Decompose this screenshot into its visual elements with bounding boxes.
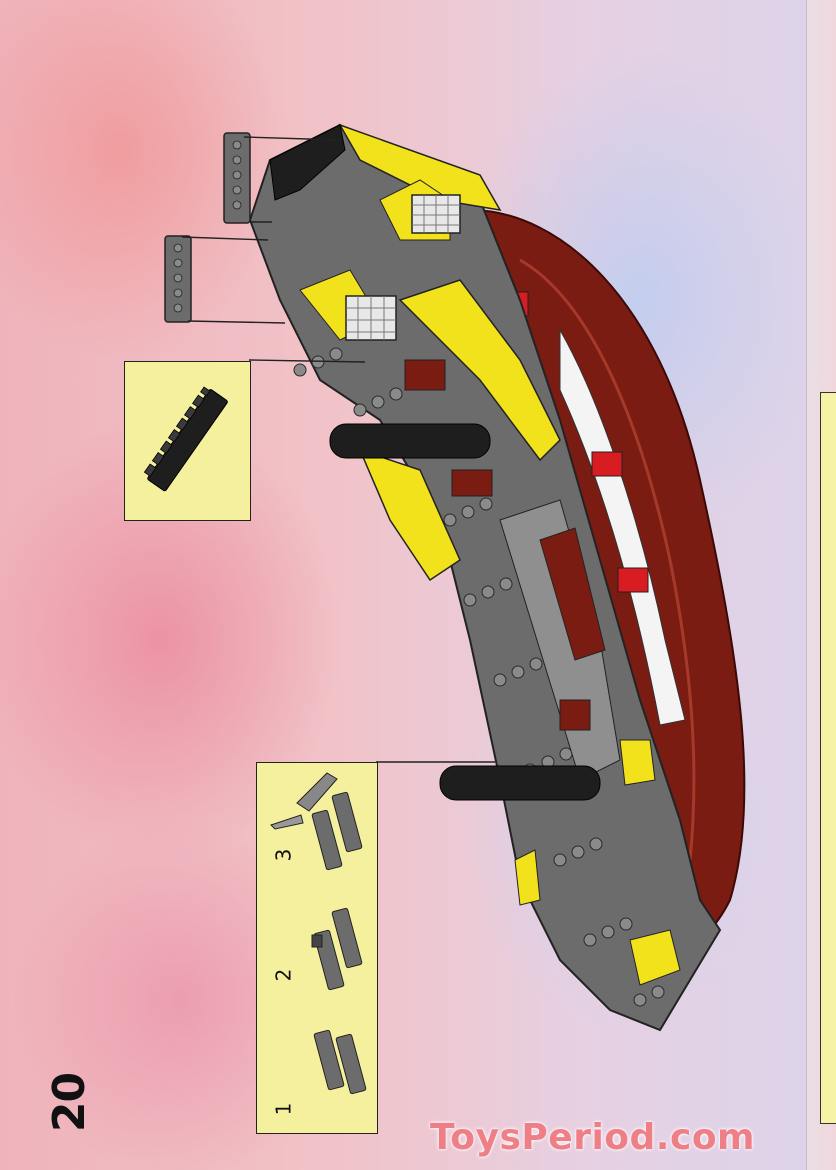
step-2-label: 2 bbox=[270, 968, 295, 982]
step-1-label: 1 bbox=[270, 1102, 295, 1116]
stern-trim bbox=[338, 123, 502, 211]
main-mast bbox=[329, 423, 491, 459]
step-2-parts bbox=[311, 907, 363, 991]
parts-needed-callout bbox=[124, 361, 251, 521]
sub-assembly-callout: 1 2 3 bbox=[256, 762, 378, 1134]
page-number: 20 bbox=[44, 1072, 96, 1132]
next-page-callout bbox=[820, 392, 836, 1124]
step-1-parts bbox=[313, 1029, 367, 1095]
step-3-label: 3 bbox=[270, 848, 295, 862]
hull-stripe bbox=[559, 328, 686, 726]
sub-assembly-parts bbox=[270, 772, 367, 1095]
watermark-text: ToysPeriod.com bbox=[430, 1117, 756, 1158]
step-3-parts bbox=[270, 772, 363, 871]
black-brick-1x8-icon bbox=[143, 386, 228, 492]
fore-mast bbox=[439, 765, 601, 801]
